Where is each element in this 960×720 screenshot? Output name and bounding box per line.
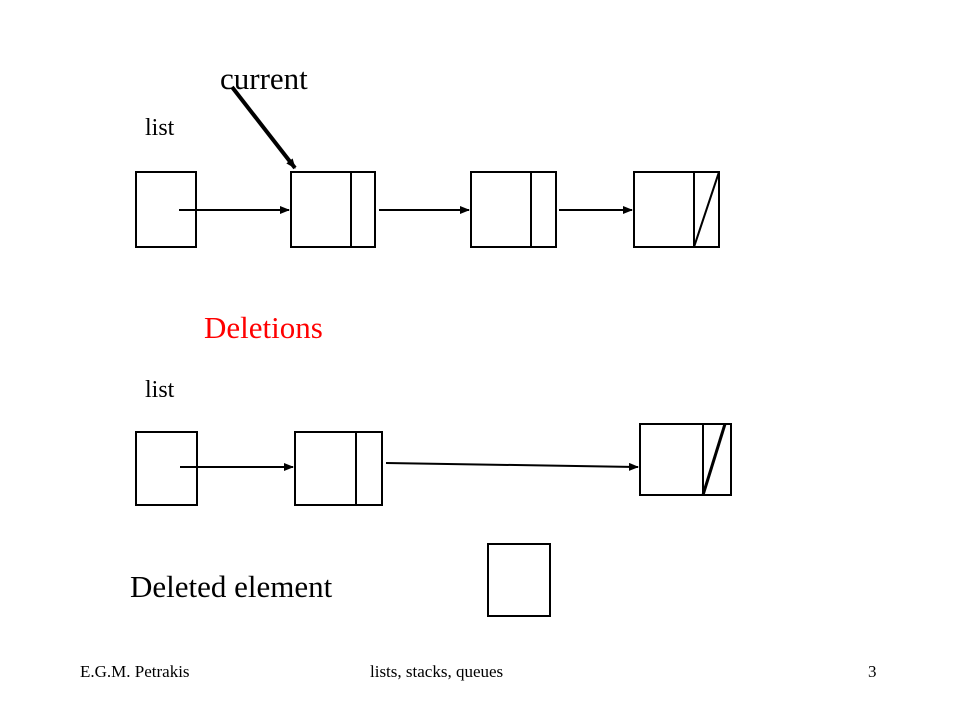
footer-author: E.G.M. Petrakis — [80, 662, 190, 681]
node-1-after — [294, 431, 383, 506]
deletions-title: Deletions — [204, 310, 323, 345]
list-label-top: list — [145, 115, 175, 141]
current-pointer-arrow — [230, 85, 297, 170]
node-3-after-null-slash — [701, 423, 727, 496]
deleted-element-label: Deleted element — [130, 569, 333, 604]
list-label-bottom: list — [145, 377, 175, 403]
node-3-after — [639, 423, 732, 496]
node-2 — [470, 171, 557, 248]
node-3-null-slash — [693, 171, 720, 248]
bottom-list — [135, 423, 732, 617]
top-list — [135, 85, 720, 248]
footer-page-number: 3 — [868, 662, 877, 681]
node-1 — [290, 171, 376, 248]
footer-topic: lists, stacks, queues — [370, 662, 504, 681]
node-3 — [633, 171, 720, 248]
current-label: current — [220, 61, 308, 96]
deleted-node — [487, 543, 551, 617]
arrow-bypass-to-node-3 — [385, 462, 639, 471]
list-head-pointer-box-after — [135, 431, 198, 506]
